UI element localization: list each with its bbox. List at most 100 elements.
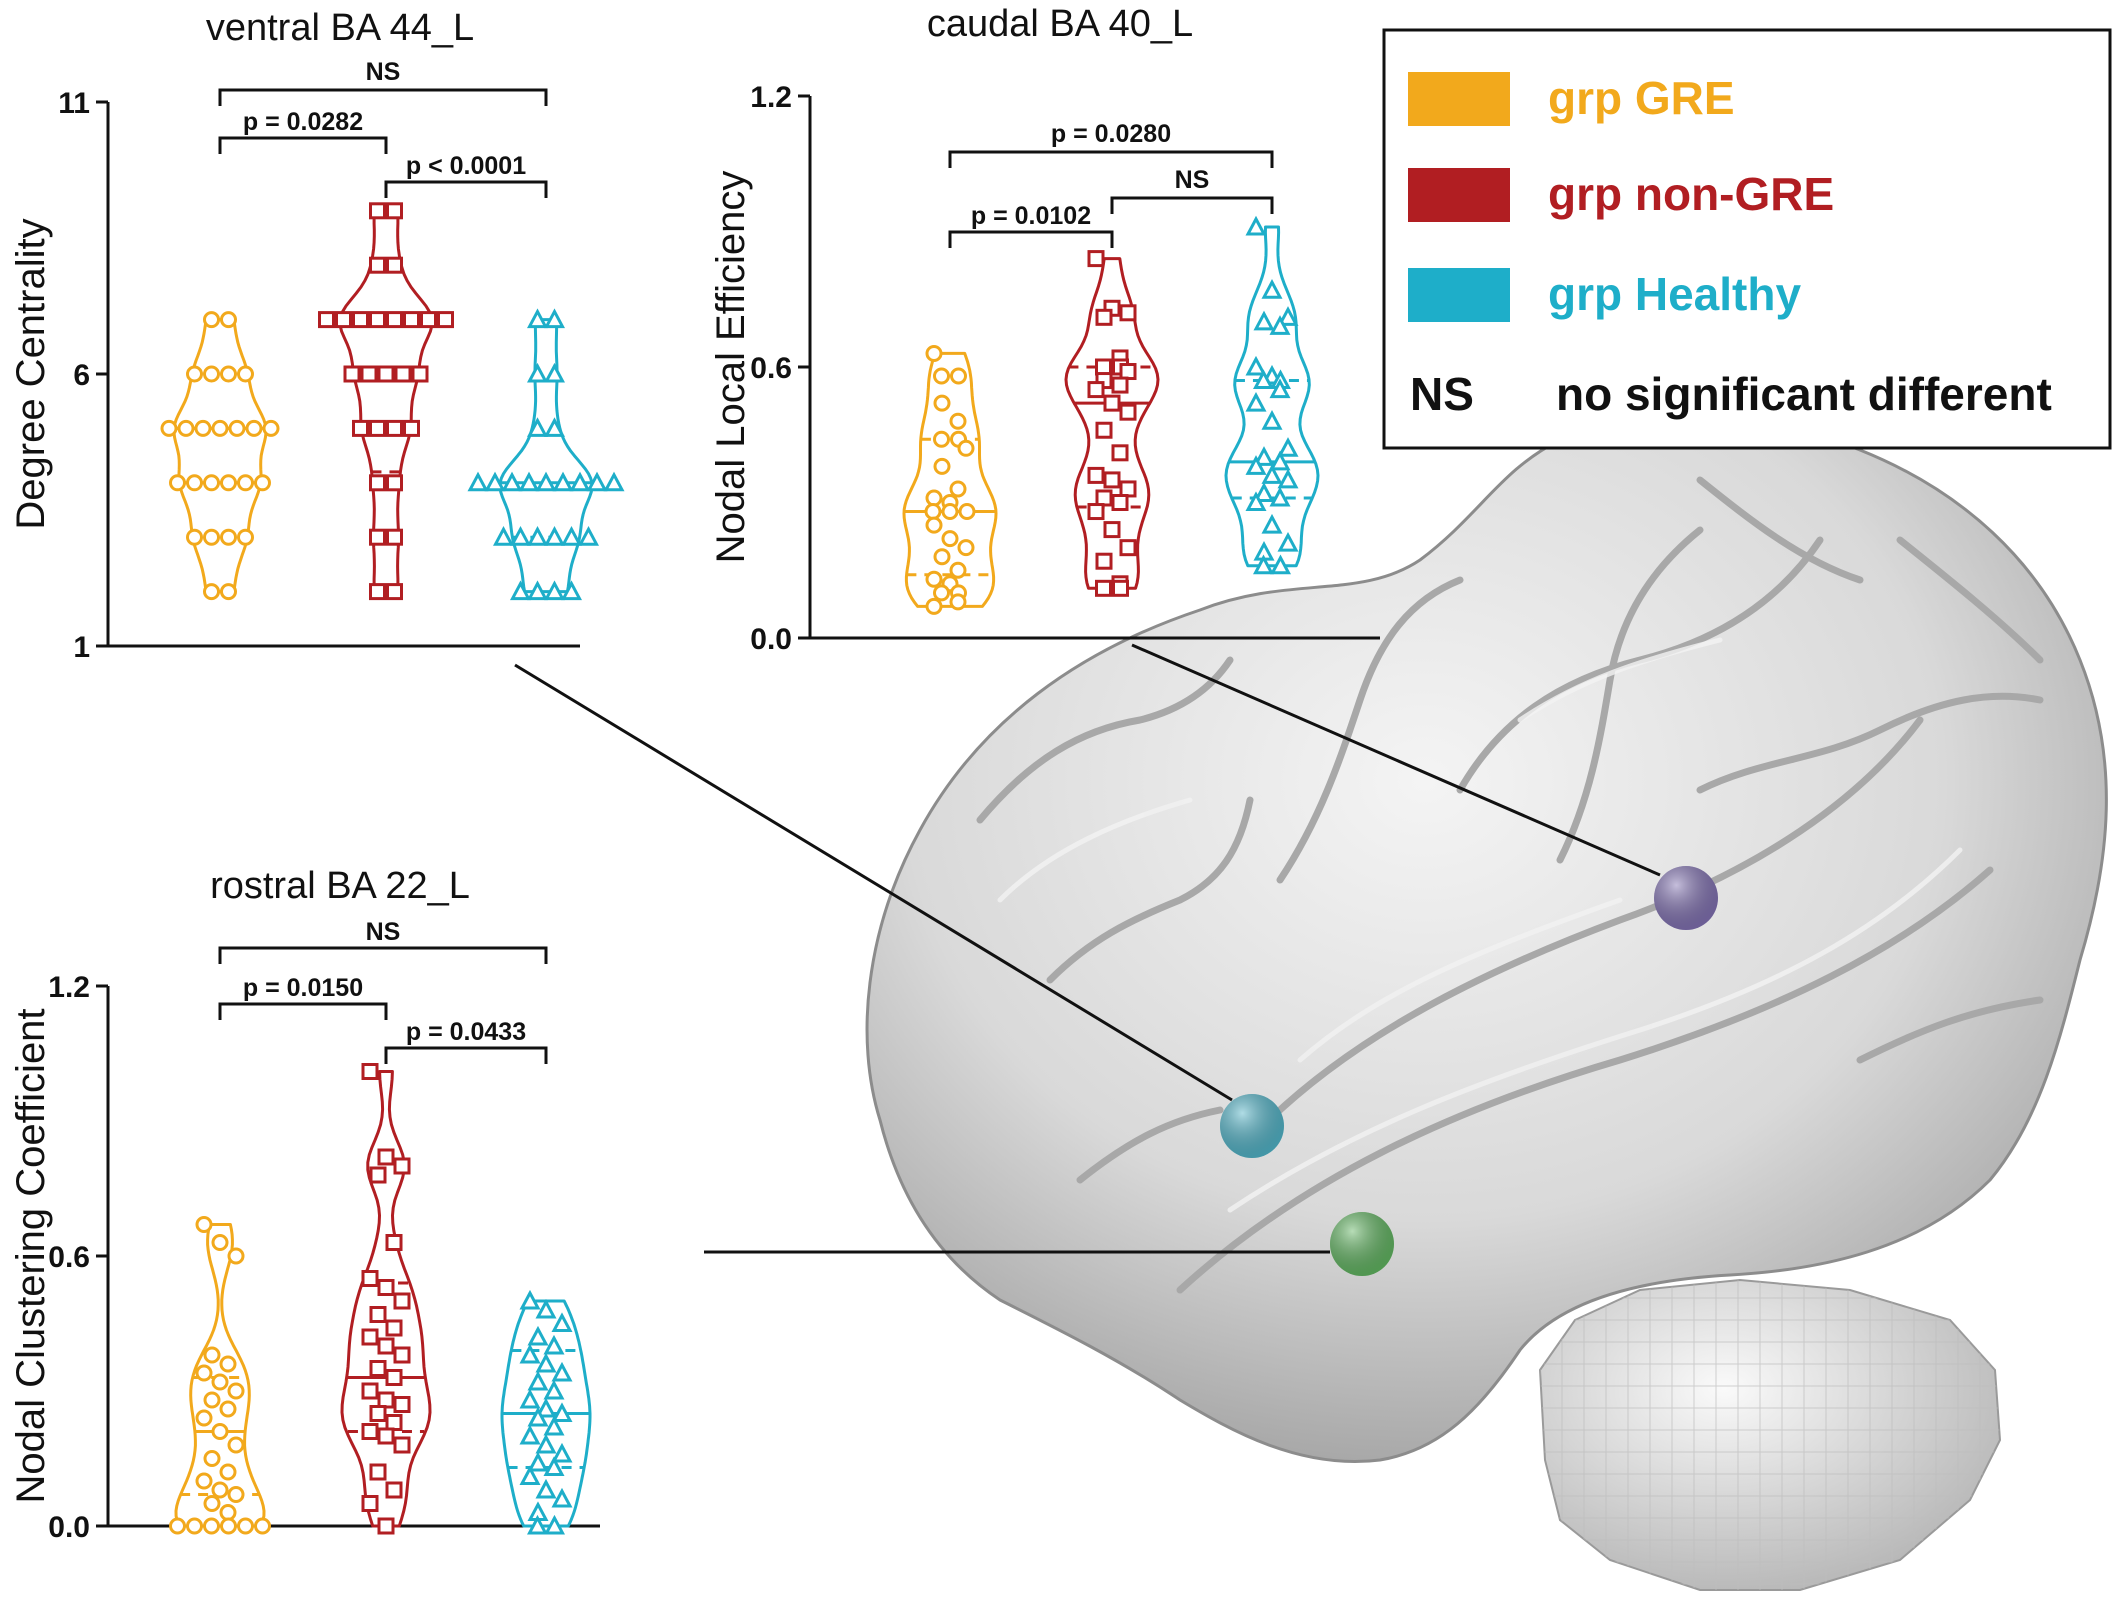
data-point-healthy: [561, 580, 582, 601]
cerebellum-voxels: [1540, 1280, 2000, 1590]
data-point-gre: [186, 1517, 203, 1535]
data-point-healthy: [552, 471, 574, 492]
data-point-non-gre: [385, 1234, 403, 1251]
data-point-non-gre: [385, 1369, 403, 1386]
data-point-gre: [957, 539, 975, 557]
data-point-gre: [941, 503, 959, 521]
data-point-healthy: [527, 1370, 549, 1391]
significance-bracket: [218, 946, 548, 964]
significance-bracket: [218, 1002, 388, 1020]
data-point-healthy: [551, 1487, 573, 1508]
data-point-healthy: [561, 526, 582, 546]
data-point-gre: [227, 1486, 245, 1503]
data-point-gre: [237, 365, 254, 383]
data-point-healthy: [551, 1402, 573, 1422]
significance-label: p < 0.0001: [406, 152, 526, 180]
data-point-non-gre: [369, 202, 386, 220]
data-point-non-gre: [1103, 471, 1121, 489]
data-point-healthy: [543, 1334, 565, 1355]
data-point-healthy: [493, 526, 514, 546]
data-point-healthy: [551, 1361, 573, 1382]
y-tick-label: 0.6: [48, 1241, 90, 1274]
data-point-non-gre: [369, 1306, 387, 1323]
data-point-healthy: [527, 1325, 549, 1346]
panel-title: rostral BA 22_L: [210, 865, 470, 907]
data-point-healthy: [569, 471, 591, 492]
data-point-gre: [227, 1436, 245, 1454]
data-point-non-gre: [369, 256, 386, 274]
brain-surface: [865, 413, 2108, 1591]
data-point-gre: [254, 1517, 271, 1535]
data-point-non-gre: [369, 474, 386, 492]
data-point-gre: [195, 1216, 213, 1233]
panel-title: caudal BA 40_L: [927, 3, 1193, 45]
significance-label: p = 0.0280: [1051, 120, 1171, 148]
data-point-healthy: [1245, 215, 1267, 236]
significance-label: p = 0.0282: [243, 108, 363, 136]
data-point-non-gre: [1111, 376, 1129, 394]
data-point-gre: [169, 474, 186, 492]
roi-ventral-ba44-shade: [1220, 1094, 1284, 1158]
data-point-healthy: [543, 1456, 565, 1476]
data-point-gre: [925, 516, 943, 534]
data-point-non-gre: [1087, 381, 1105, 399]
data-point-healthy: [535, 1397, 557, 1418]
data-point-healthy: [1261, 464, 1283, 484]
legend-label-healthy: grp Healthy: [1548, 268, 1801, 320]
data-point-healthy: [527, 580, 548, 601]
data-point-healthy: [544, 526, 565, 546]
significance-bracket: [1110, 196, 1274, 214]
data-point-gre: [195, 1472, 213, 1490]
y-tick-label: 0.0: [48, 1511, 90, 1544]
data-point-non-gre: [1095, 552, 1113, 570]
data-point-healthy: [535, 1298, 557, 1319]
data-point-healthy: [510, 526, 531, 546]
data-point-healthy: [535, 471, 557, 492]
data-point-non-gre: [369, 528, 386, 546]
data-point-gre: [237, 474, 254, 492]
data-point-gre: [169, 1517, 186, 1535]
data-point-non-gre: [393, 1157, 411, 1175]
data-point-non-gre: [361, 1382, 379, 1400]
data-point-gre: [219, 1504, 237, 1521]
data-point-gre: [254, 474, 271, 492]
data-point-gre: [186, 474, 203, 492]
data-point-non-gre: [360, 365, 378, 383]
data-point-healthy: [1277, 468, 1299, 489]
data-point-healthy: [1253, 482, 1275, 502]
data-point-gre: [211, 419, 229, 437]
roi-caudal-ba40-shade: [1654, 866, 1718, 930]
data-point-non-gre: [361, 1270, 379, 1287]
data-point-gre: [924, 503, 942, 521]
legend-swatch-non-gre: [1408, 168, 1510, 222]
data-point-non-gre: [369, 1463, 387, 1481]
data-point-non-gre: [361, 1423, 379, 1440]
data-point-non-gre: [318, 311, 335, 329]
data-point-healthy: [543, 1415, 565, 1436]
data-point-healthy: [527, 526, 548, 546]
data-point-healthy: [527, 362, 548, 383]
data-point-non-gre: [386, 419, 403, 437]
data-point-healthy: [518, 471, 540, 492]
legend-ns-key: NS: [1410, 368, 1474, 420]
legend-ns-text: no significant different: [1556, 368, 2052, 420]
data-point-healthy: [510, 580, 531, 601]
data-point-non-gre: [386, 583, 403, 601]
data-point-gre: [160, 419, 178, 437]
data-point-healthy: [519, 1388, 541, 1409]
data-point-healthy: [1253, 446, 1275, 466]
legend-swatch-healthy: [1408, 268, 1510, 322]
significance-label: p = 0.0433: [406, 1018, 526, 1046]
y-tick-label: 0.0: [750, 623, 792, 656]
data-point-non-gre: [1103, 394, 1121, 412]
data-point-gre: [195, 1409, 213, 1427]
data-point-non-gre: [385, 1414, 403, 1431]
data-point-gre: [958, 503, 976, 521]
data-point-healthy: [519, 1424, 541, 1445]
leader-line-ventral: [514, 663, 1233, 1102]
data-point-non-gre: [352, 419, 369, 437]
y-axis-label: Degree Centrality: [9, 218, 53, 529]
